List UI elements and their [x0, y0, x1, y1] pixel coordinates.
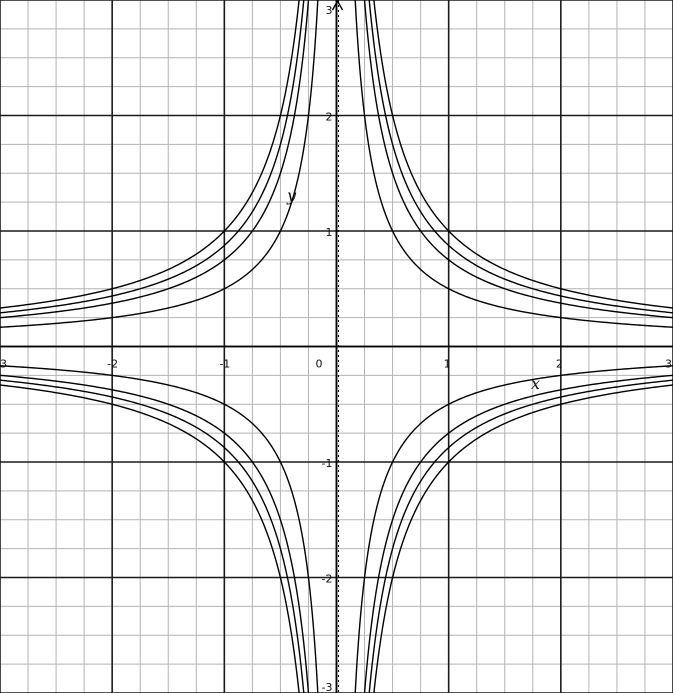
y-tick-label: -2 — [322, 573, 333, 586]
x-tick-label: -1 — [219, 358, 230, 371]
x-tick-label: 3 — [0, 358, 7, 371]
curve-k3-branch-2 — [0, 379, 305, 693]
x-tick-label: 2 — [556, 358, 563, 371]
x-axis-label: x — [531, 374, 540, 393]
curve-k2-branch-3 — [0, 0, 310, 319]
y-tick-label: 3 — [326, 4, 333, 17]
curve-k4-branch-2 — [0, 384, 300, 693]
curve-k3-branch-3 — [0, 0, 305, 314]
curve-k2-branch-4 — [363, 374, 673, 693]
y-tick-label: 2 — [326, 111, 333, 124]
x-tick-label: 0 — [316, 358, 323, 371]
curve-k1-branch-1 — [354, 0, 673, 328]
x-tick-label: -2 — [107, 358, 118, 371]
curve-k1-branch-3 — [0, 0, 319, 328]
y-tick-label: 1 — [326, 226, 333, 239]
y-tick-label: -3 — [322, 681, 333, 693]
curve-k3-branch-1 — [368, 0, 673, 314]
curve-k4-branch-4 — [373, 384, 673, 693]
curve-k4-branch-3 — [0, 0, 300, 309]
curve-k2-branch-1 — [363, 0, 673, 319]
curve-k2-branch-2 — [0, 374, 310, 693]
curve-k4-branch-1 — [373, 0, 673, 309]
y-tick-label: -1 — [322, 457, 333, 470]
x-tick-label: 1 — [444, 358, 451, 371]
y-axis-label: y — [286, 186, 297, 205]
y-axis-arrow — [331, 0, 344, 11]
x-tick-label: 3 — [665, 358, 672, 371]
curve-k1-branch-2 — [0, 365, 319, 693]
tick-labels: 3 -2 -1 0 1 2 3 3 2 1 -1 -2 -3 — [0, 4, 672, 693]
curve-k3-branch-4 — [368, 379, 673, 693]
curve-k1-branch-4 — [354, 365, 673, 693]
